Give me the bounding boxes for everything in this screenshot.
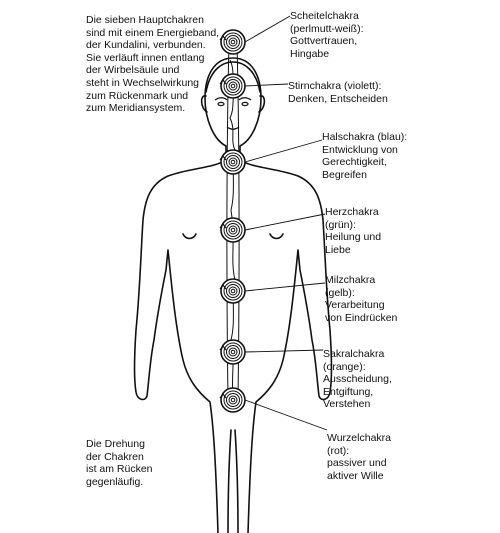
ear-right xyxy=(258,95,266,113)
label-line: (grün): xyxy=(325,218,356,231)
label-line: Sakralchakra xyxy=(323,348,385,360)
leg-inner-right xyxy=(234,429,239,533)
leader-lines xyxy=(244,15,328,431)
chakra-disc-milz xyxy=(219,278,246,304)
label-line: (rot): xyxy=(327,444,350,457)
label-herzchakra: Herzchakra (grün): Heilung und Liebe xyxy=(325,206,381,256)
chakra-disc-hals xyxy=(219,149,246,175)
intro-text: Die sieben Hauptchakren sind mit einem E… xyxy=(86,14,220,115)
body-left-outline xyxy=(133,159,227,533)
label-line: Entwicklung von xyxy=(322,143,398,156)
chest-right xyxy=(269,233,284,240)
body-right-outline xyxy=(239,159,333,533)
chest-left xyxy=(182,233,197,240)
label-line: aktiver Wille xyxy=(327,469,384,482)
chakra-disc-scheitel xyxy=(219,29,246,55)
label-line: Heilung und xyxy=(325,231,382,244)
label-line: von Eindrücken xyxy=(325,311,398,324)
head-outline xyxy=(204,57,262,161)
label-line: passiver und xyxy=(327,457,387,470)
label-line: Verarbeitung xyxy=(325,299,385,312)
chakra-disc-sakral xyxy=(219,339,246,365)
leg-inner-left xyxy=(227,429,232,533)
label-halschakra: Halschakra (blau): Entwicklung von Gerec… xyxy=(322,131,407,181)
label-line: Gottvertrauen, xyxy=(290,35,358,48)
ear-left xyxy=(200,95,208,113)
rotation-note: Die Drehung der Chakren ist am Rücken ge… xyxy=(86,438,153,488)
label-sakralchakra: Sakralchakra (orange): Ausscheidung, Ent… xyxy=(323,348,392,411)
chakra-disc-wurzel xyxy=(219,387,246,413)
label-line: Herzchakra xyxy=(325,206,379,218)
label-line: Halschakra (blau): xyxy=(322,131,408,143)
label-line: Hingabe xyxy=(290,47,330,60)
label-line: Wurzelchakra xyxy=(327,432,391,444)
label-line: Ausscheidung, xyxy=(323,373,392,386)
label-line: Gerechtigkeit, xyxy=(322,156,387,169)
label-line: (gelb): xyxy=(325,286,355,299)
label-line: Liebe xyxy=(325,243,351,256)
chakra-disc-stirn xyxy=(219,73,246,99)
label-stirnchakra: Stirnchakra (violett): Denken, Entscheid… xyxy=(288,80,388,105)
label-milzchakra: Milzchakra (gelb): Verarbeitung von Eind… xyxy=(325,274,397,324)
label-line: Begreifen xyxy=(322,168,367,181)
label-line: Scheitelchakra xyxy=(290,10,359,22)
label-scheitelchakra: Scheitelchakra (perlmutt-weiß): Gottvert… xyxy=(290,10,364,60)
label-line: Verstehen xyxy=(323,398,371,411)
label-line: Entgiftung, xyxy=(323,385,374,398)
label-wurzelchakra: Wurzelchakra (rot): passiver und aktiver… xyxy=(327,432,391,482)
label-line: (perlmutt-weiß): xyxy=(290,22,364,35)
hair-outline xyxy=(205,61,261,93)
chakra-disc-herz xyxy=(219,217,246,243)
label-line: Denken, Entscheiden xyxy=(288,92,388,105)
label-line: Milzchakra xyxy=(325,274,376,286)
label-line: (orange): xyxy=(323,360,366,373)
label-line: Stirnchakra (violett): xyxy=(288,80,382,92)
